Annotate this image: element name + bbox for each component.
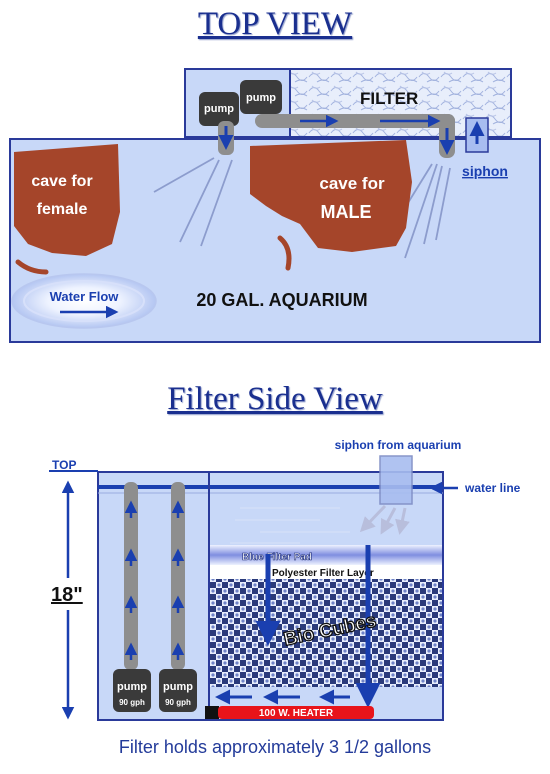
height-label: 18" bbox=[51, 584, 83, 606]
top-pump-left-label: pump bbox=[204, 103, 234, 115]
top-view-title: TOP VIEW bbox=[197, 6, 353, 42]
water-flow-ripple: Water Flow bbox=[11, 273, 157, 329]
pump-1-label: pump bbox=[117, 681, 147, 693]
water-line-label: water line bbox=[464, 481, 521, 495]
side-siphon-label: siphon from aquarium bbox=[335, 438, 462, 452]
side-view: Blue Filter Pad Polyester Filter Layer B… bbox=[49, 438, 521, 721]
top-pump-right-label: pump bbox=[246, 92, 276, 104]
aquarium-label: 20 GAL. AQUARIUM bbox=[196, 290, 367, 310]
top-siphon: siphon bbox=[462, 117, 508, 179]
top-siphon-label: siphon bbox=[462, 163, 508, 179]
top-pump-right: pump bbox=[240, 80, 282, 114]
filter-label: FILTER bbox=[360, 89, 418, 108]
cave-male: cave for MALE bbox=[250, 140, 412, 252]
water-flow-label: Water Flow bbox=[50, 289, 120, 304]
down-flow-arrows bbox=[255, 545, 381, 708]
pump-2-rate: 90 gph bbox=[165, 698, 191, 707]
flow-streaks bbox=[153, 157, 451, 259]
blue-pad-label: Blue Filter Pad bbox=[242, 552, 312, 563]
pump-column-2: pump 90 gph bbox=[159, 482, 197, 712]
top-label: TOP bbox=[52, 458, 76, 472]
siphon-outflow-arrows bbox=[359, 504, 410, 535]
poly-layer-label: Polyester Filter Layer bbox=[272, 568, 374, 579]
cave-male-line1: cave for bbox=[319, 174, 385, 193]
fish-curve-female bbox=[15, 259, 49, 275]
bio-cubes-area bbox=[210, 579, 442, 687]
top-pipes bbox=[218, 114, 455, 158]
heater: 100 W. HEATER bbox=[205, 706, 374, 719]
water-ripples bbox=[230, 507, 350, 544]
cave-female: cave for female bbox=[14, 144, 120, 256]
pump-2-label: pump bbox=[163, 681, 193, 693]
top-view: FILTER pump pump siphon bbox=[9, 68, 541, 343]
cave-female-line1: cave for bbox=[31, 173, 92, 190]
cave-female-line2: female bbox=[37, 201, 88, 218]
heater-label: 100 W. HEATER bbox=[259, 708, 334, 719]
side-siphon-box bbox=[379, 455, 413, 505]
cave-male-line2: MALE bbox=[321, 202, 372, 222]
caption: Filter holds approximately 3 1/2 gallons bbox=[118, 737, 432, 757]
water-line-callout: water line bbox=[429, 481, 521, 495]
height-dimension: TOP 18" bbox=[49, 458, 98, 720]
pump-column-1: pump 90 gph bbox=[113, 482, 151, 712]
fish-curve-male bbox=[277, 235, 292, 271]
pump-1-rate: 90 gph bbox=[119, 698, 145, 707]
top-pump-left: pump bbox=[199, 92, 239, 126]
side-view-title: Filter Side View bbox=[167, 381, 383, 417]
